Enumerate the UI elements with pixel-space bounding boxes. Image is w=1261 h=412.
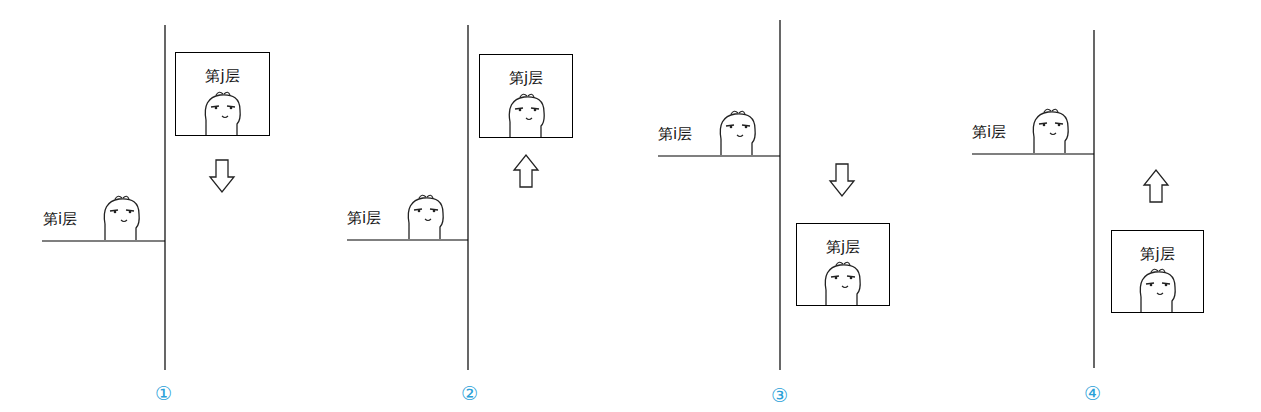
direction-arrows: [210, 155, 1168, 202]
person-figures: [104, 92, 1175, 313]
direction-arrow: [210, 160, 234, 192]
floor-label: 第i层: [347, 209, 381, 228]
direction-arrow: [1144, 170, 1168, 202]
floor-label: 第i层: [43, 210, 77, 229]
elevator-box: 第j层: [1111, 230, 1204, 313]
floor-text: 第j层: [480, 55, 572, 88]
shaft-lines: [42, 20, 1094, 370]
callout-number: ②: [461, 382, 478, 404]
callout-number: ①: [155, 382, 172, 404]
floor-label: 第i层: [972, 123, 1006, 142]
elevator-box: 第j层: [479, 54, 573, 138]
direction-arrow: [830, 164, 854, 196]
callout-number: ④: [1084, 382, 1101, 404]
elevator-box: 第j层: [175, 52, 270, 136]
direction-arrow: [514, 155, 538, 187]
callout-number: ③: [771, 384, 788, 406]
floor-label: 第i层: [658, 125, 692, 144]
elevator-box: 第j层: [796, 223, 890, 306]
floor-text: 第j层: [797, 224, 889, 257]
floor-text: 第j层: [176, 53, 269, 86]
floor-text: 第j层: [1112, 231, 1203, 264]
